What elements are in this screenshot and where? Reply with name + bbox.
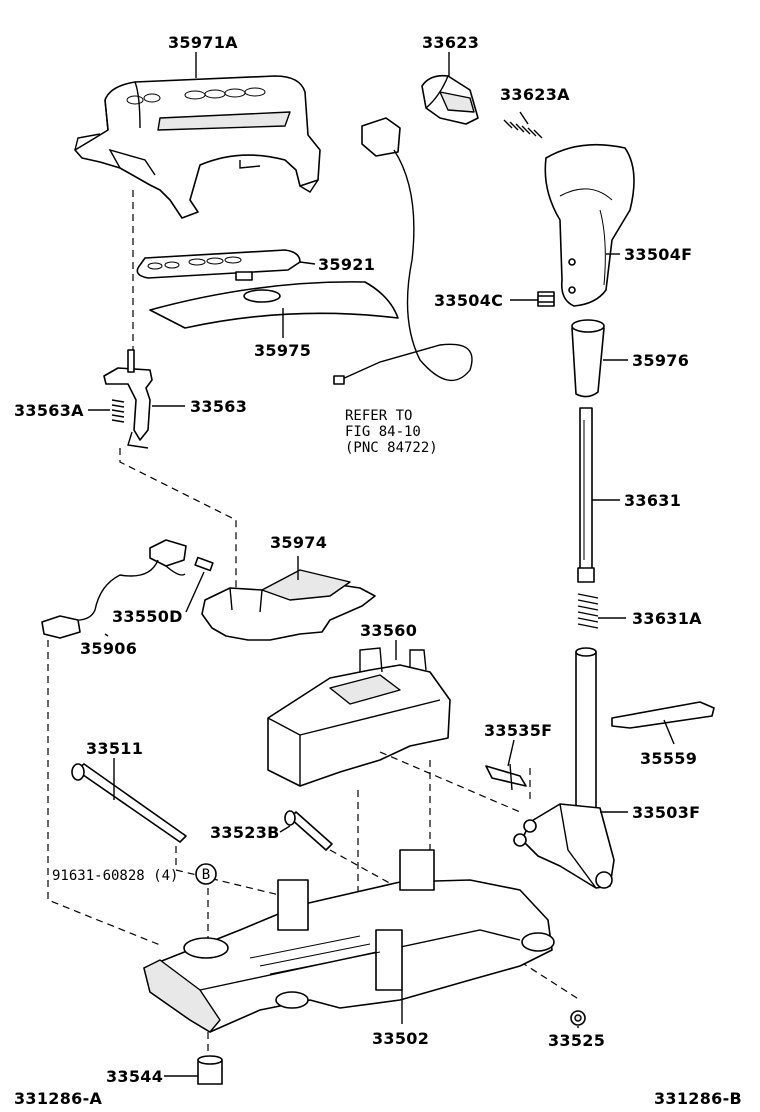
leader-33550D bbox=[185, 571, 205, 613]
label-33631A: 33631A bbox=[632, 609, 702, 628]
label-35974: 35974 bbox=[270, 533, 327, 552]
part-33623-button bbox=[421, 74, 479, 125]
label-33504C: 33504C bbox=[434, 291, 503, 310]
callout-circle-b: B bbox=[195, 863, 217, 885]
label-35921: 35921 bbox=[318, 255, 375, 274]
circle-b-letter: B bbox=[202, 867, 210, 883]
leader-33623A bbox=[519, 111, 529, 125]
label-33503F: 33503F bbox=[632, 803, 700, 822]
assembly-line-2 bbox=[119, 448, 237, 590]
assembly-line-6 bbox=[379, 751, 521, 813]
figure-id-right: 331286-B bbox=[654, 1089, 742, 1108]
label-33623: 33623 bbox=[422, 33, 479, 52]
label-33550D: 33550D bbox=[112, 607, 183, 626]
part-33563A-spring bbox=[111, 399, 125, 423]
figure-id-left: 331286-A bbox=[14, 1089, 103, 1108]
part-33623A-spring bbox=[503, 119, 543, 139]
part-33535F-pin bbox=[485, 763, 527, 791]
label-33560: 33560 bbox=[360, 621, 417, 640]
part-33504C-screw bbox=[537, 291, 555, 307]
refer-line-1: REFER TO bbox=[345, 408, 412, 424]
part-indicator-lamp-wire bbox=[333, 117, 473, 385]
part-33504F-knob bbox=[544, 143, 635, 307]
part-33631-rod bbox=[577, 407, 595, 583]
label-33563A: 33563A bbox=[14, 401, 84, 420]
label-91631-60828: 91631-60828 (4) bbox=[52, 868, 178, 884]
refer-to-note: REFER TO FIG 84-10 (PNC 84722) bbox=[345, 408, 438, 456]
label-35971A: 35971A bbox=[168, 33, 238, 52]
part-35974-housing bbox=[201, 569, 376, 641]
part-33631A-spring bbox=[577, 593, 599, 629]
leader-35921 bbox=[299, 261, 316, 265]
part-33563-lever bbox=[103, 349, 153, 449]
part-35971A-indicator-housing bbox=[74, 75, 321, 219]
label-33535F: 33535F bbox=[484, 721, 552, 740]
label-35906: 35906 bbox=[80, 639, 137, 658]
label-33623A: 33623A bbox=[500, 85, 570, 104]
label-33504F: 33504F bbox=[624, 245, 692, 264]
part-35559-plate bbox=[611, 701, 715, 729]
part-33525-nut bbox=[570, 1010, 586, 1026]
leader-35906 bbox=[104, 633, 109, 637]
label-33511: 33511 bbox=[86, 739, 143, 758]
part-33544-cap bbox=[197, 1055, 223, 1085]
leader-33523B bbox=[279, 825, 291, 833]
refer-line-2: FIG 84-10 bbox=[345, 424, 421, 440]
part-33511-bolt bbox=[71, 763, 187, 843]
leader-33535F bbox=[507, 739, 515, 767]
part-33502-base bbox=[143, 849, 555, 1033]
label-33544: 33544 bbox=[106, 1067, 163, 1086]
part-33503F-lever bbox=[513, 647, 615, 889]
part-35906-wire bbox=[41, 539, 187, 639]
part-35921-plate bbox=[136, 249, 301, 281]
label-35559: 35559 bbox=[640, 749, 697, 768]
assembly-line-9 bbox=[175, 846, 301, 901]
part-33550D-bulb bbox=[194, 556, 214, 572]
leader-35559 bbox=[663, 719, 675, 745]
label-33563: 33563 bbox=[190, 397, 247, 416]
label-33502: 33502 bbox=[372, 1029, 429, 1048]
label-35975: 35975 bbox=[254, 341, 311, 360]
assembly-line-3 bbox=[47, 640, 161, 946]
part-number-labels: 35971A 33623 33623A 33504F 35921 33504C … bbox=[14, 33, 742, 1108]
label-33523B: 33523B bbox=[210, 823, 280, 842]
label-33631: 33631 bbox=[624, 491, 681, 510]
part-33523B-bolt bbox=[284, 810, 333, 851]
part-33560-retainer bbox=[267, 647, 451, 787]
part-35975-slide-cover bbox=[149, 281, 399, 329]
label-35976: 35976 bbox=[632, 351, 689, 370]
refer-line-3: (PNC 84722) bbox=[345, 440, 438, 456]
part-35976-sleeve bbox=[571, 319, 605, 398]
label-33525: 33525 bbox=[548, 1031, 605, 1050]
